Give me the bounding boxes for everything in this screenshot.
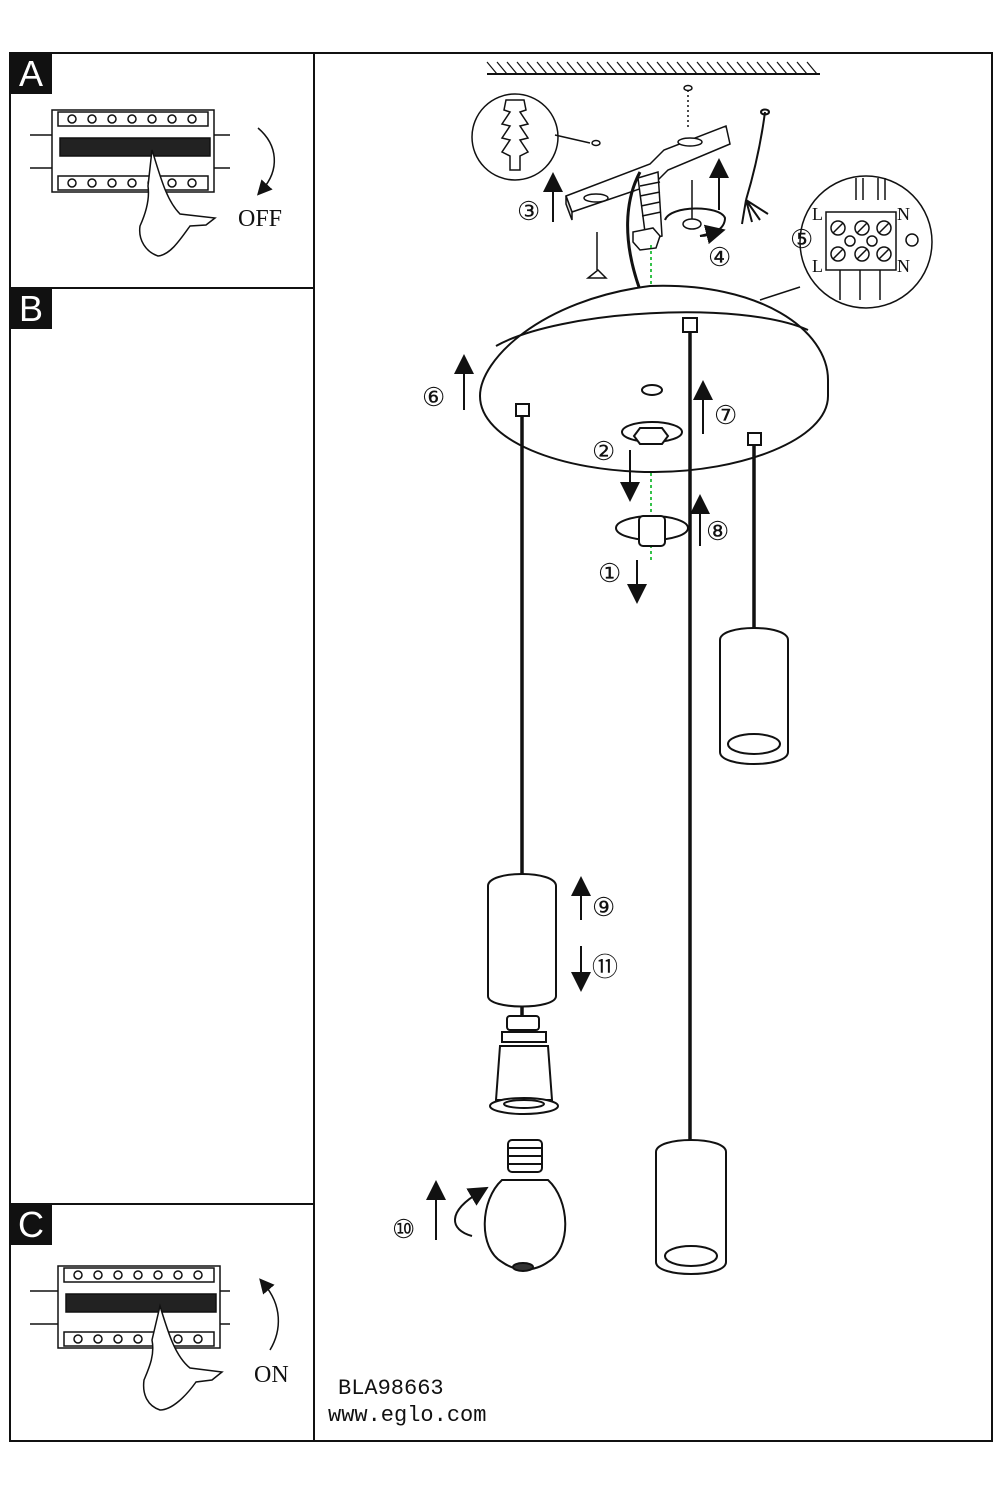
step-9-label: ⑨	[592, 893, 615, 922]
panel-a-tag: A	[10, 54, 52, 94]
switch-off-label: OFF	[238, 206, 283, 232]
step-6-label: ⑥	[422, 383, 445, 412]
terminal-block-detail	[759, 175, 933, 309]
panel-b-tag: B	[10, 289, 52, 329]
step-3-label: ③	[517, 197, 540, 226]
website-url: www.eglo.com	[328, 1403, 487, 1428]
product-code: BLA98663	[338, 1376, 444, 1401]
step-4-label: ④	[708, 243, 731, 272]
wall-plug-detail	[471, 93, 601, 181]
lamp-holder	[489, 1015, 559, 1115]
mounting-bracket	[565, 84, 731, 279]
step-labels: ① ② ③ ④ ⑤ ⑥ ⑦ ⑧ ⑨ ⑩ ⑪	[392, 197, 813, 1244]
breaker-panel-c	[30, 1265, 280, 1411]
step-7-label: ⑦	[714, 401, 737, 430]
terminal-n-top: N	[897, 204, 910, 224]
supply-cable	[741, 108, 770, 225]
breaker-panel-a	[30, 109, 276, 257]
step-11-label: ⑪	[592, 953, 618, 982]
step-8-label: ⑧	[706, 517, 729, 546]
panel-c-tag: C	[10, 1205, 52, 1245]
step-2-label: ②	[592, 437, 615, 466]
light-bulb	[483, 1139, 567, 1272]
ceiling-canopy	[478, 284, 829, 474]
step-10-label: ⑩	[392, 1215, 415, 1244]
step-1-label: ①	[598, 559, 621, 588]
terminal-n-bottom: N	[897, 256, 910, 276]
step-5-label: ⑤	[790, 225, 813, 254]
pendant-shades	[487, 627, 789, 1275]
ceiling	[486, 61, 820, 75]
switch-on-label: ON	[254, 1362, 289, 1388]
terminal-l-top: L	[812, 204, 823, 224]
terminal-l-bottom: L	[812, 256, 823, 276]
